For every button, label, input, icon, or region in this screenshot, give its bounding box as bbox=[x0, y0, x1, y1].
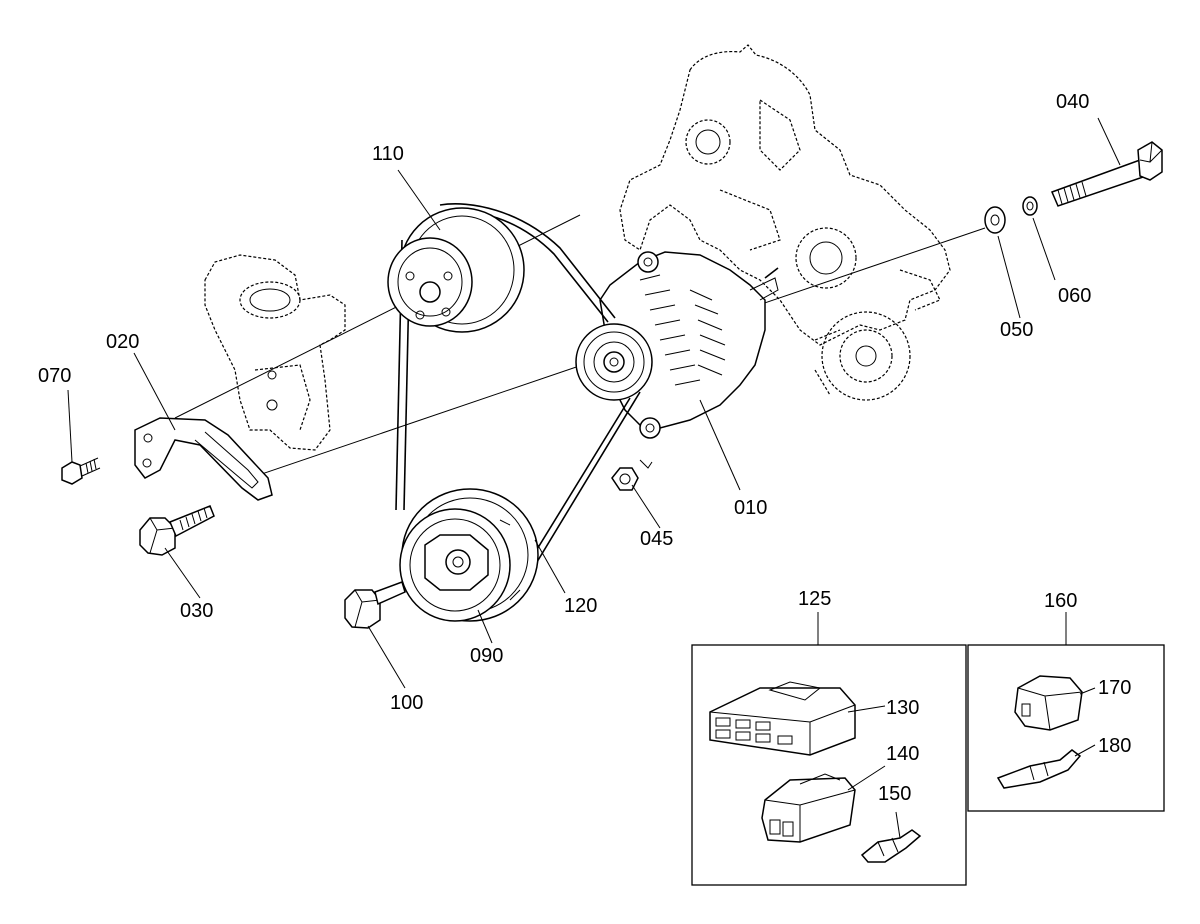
label-140: 140 bbox=[886, 743, 919, 765]
label-120: 120 bbox=[564, 595, 597, 617]
label-040: 040 bbox=[1056, 91, 1089, 113]
engine-block-outline bbox=[619, 44, 951, 401]
water-pump-housing bbox=[204, 254, 346, 451]
label-050: 050 bbox=[1000, 319, 1033, 341]
terminal-180 bbox=[996, 749, 1082, 789]
connector-130 bbox=[709, 681, 856, 756]
bolt-100 bbox=[344, 581, 406, 629]
connector-inset-box bbox=[691, 644, 967, 886]
crankshaft-pulley bbox=[399, 488, 539, 622]
label-060: 060 bbox=[1058, 285, 1091, 307]
washer-060 bbox=[1022, 196, 1038, 216]
label-125: 125 bbox=[798, 588, 831, 610]
connector-140 bbox=[761, 773, 856, 843]
plug-inset-box bbox=[967, 644, 1165, 812]
label-070: 070 bbox=[38, 365, 71, 387]
bolt-070 bbox=[61, 457, 101, 485]
label-180: 180 bbox=[1098, 735, 1131, 757]
label-045: 045 bbox=[640, 528, 673, 550]
alternator bbox=[575, 251, 779, 439]
label-150: 150 bbox=[878, 783, 911, 805]
label-030: 030 bbox=[180, 600, 213, 622]
plug-170 bbox=[1014, 675, 1083, 731]
water-pump-pulley bbox=[387, 207, 525, 333]
terminal-150 bbox=[860, 829, 922, 863]
label-160: 160 bbox=[1044, 590, 1077, 612]
bolt-030 bbox=[139, 505, 215, 556]
label-020: 020 bbox=[106, 331, 139, 353]
label-130: 130 bbox=[886, 697, 919, 719]
label-010: 010 bbox=[734, 497, 767, 519]
label-090: 090 bbox=[470, 645, 503, 667]
label-110: 110 bbox=[372, 143, 404, 165]
leader-lines bbox=[67, 117, 1121, 839]
label-100: 100 bbox=[390, 692, 423, 714]
bolt-040 bbox=[1050, 141, 1163, 207]
label-170: 170 bbox=[1098, 677, 1131, 699]
adjusting-bracket bbox=[134, 417, 273, 501]
washer-050 bbox=[984, 206, 1006, 234]
nut-045 bbox=[611, 459, 653, 491]
